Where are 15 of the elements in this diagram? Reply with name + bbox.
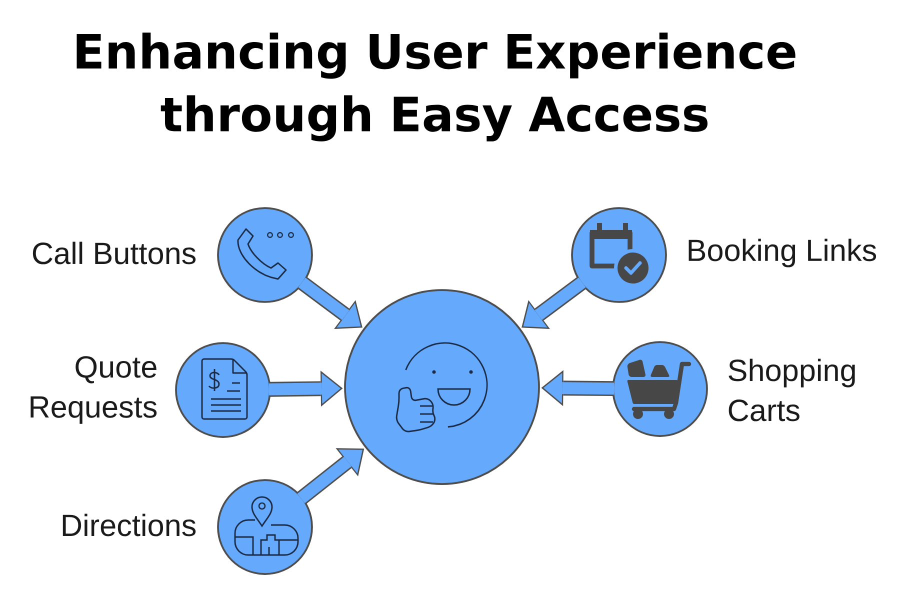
- arrow: [541, 370, 614, 406]
- feature-label: Directions: [62, 514, 196, 536]
- feature-circle: [217, 479, 313, 575]
- feature-label: Booking Links: [688, 238, 876, 268]
- feature-label: Shopping Carts: [728, 358, 855, 422]
- arrow: [297, 276, 362, 329]
- feature-label: Quote Requests: [30, 356, 157, 424]
- arrow: [268, 370, 343, 407]
- title: Enhancing User Experience through Easy Access: [76, 32, 796, 142]
- arrow: [522, 276, 587, 329]
- feature-circle: [217, 207, 313, 303]
- feature-circle: [175, 342, 271, 438]
- feature-label: Call Buttons: [32, 242, 196, 264]
- center-circle: [344, 289, 540, 485]
- arrow: [296, 448, 364, 504]
